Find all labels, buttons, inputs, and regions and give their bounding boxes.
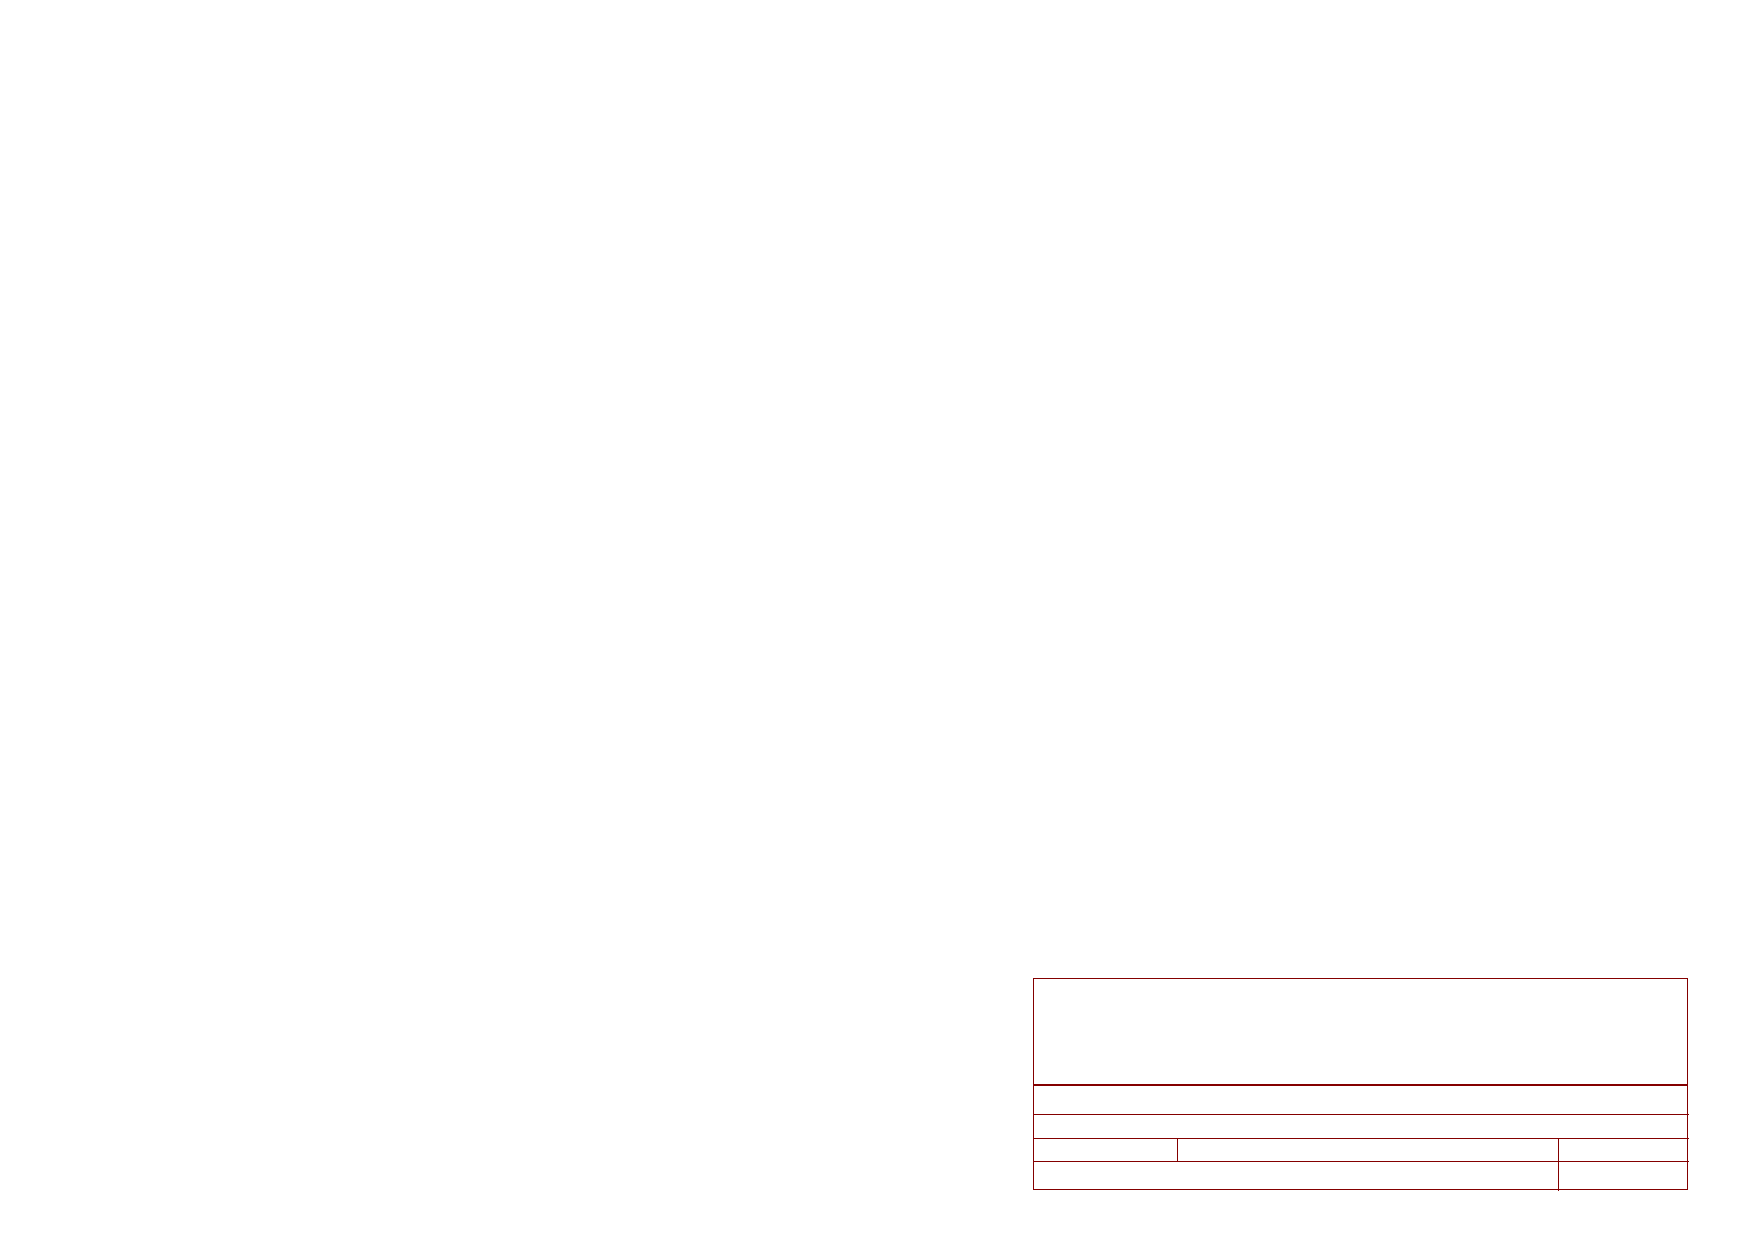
tb-vdivider [1177, 1138, 1178, 1161]
tb-divider [1034, 1114, 1689, 1115]
tb-vdivider [1558, 1138, 1559, 1191]
tb-divider [1034, 1138, 1689, 1139]
tb-divider [1034, 1161, 1689, 1162]
note-box [1033, 978, 1688, 1085]
title-block [1033, 1085, 1689, 1191]
